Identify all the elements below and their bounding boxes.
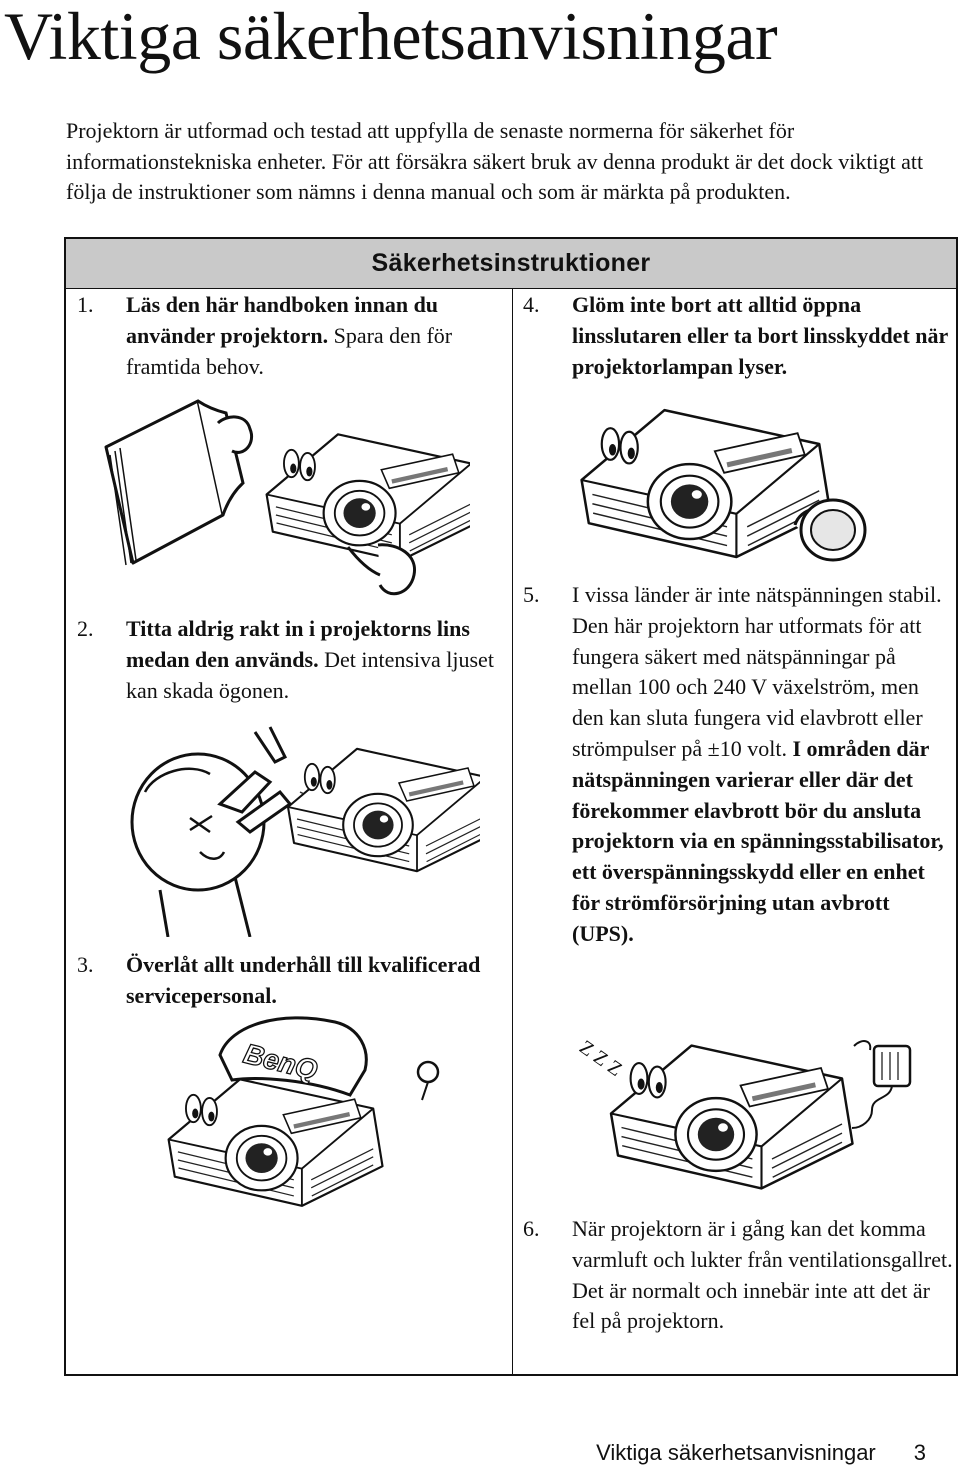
intro-paragraph: Projektorn är utformad och testad att up…: [66, 118, 924, 205]
instruction-item-6: 6. När projektorn är i gång kan det komma…: [523, 1214, 954, 1337]
instruction-item-2: 2. Titta aldrig rakt in i projektorns lin…: [77, 614, 506, 706]
instruction-item-1: 1. Läs den här handboken innan du använde…: [77, 290, 506, 382]
page-number: 3: [913, 1440, 926, 1465]
item-number: 5.: [523, 582, 540, 607]
sleep-marks: Z Z Z: [575, 1036, 626, 1081]
item-number: 4.: [523, 292, 540, 317]
page-title: Viktiga säkerhetsanvisningar: [4, 0, 778, 74]
safety-instructions-box: Säkerhetsinstruktioner: [64, 237, 958, 1376]
item-number: 2.: [77, 616, 94, 641]
box-title: Säkerhetsinstruktioner: [371, 249, 651, 277]
item-text: Det intensiva ljuset kan skada ögonen.: [126, 646, 494, 703]
illustration-service-personnel: BenQ: [160, 1010, 460, 1210]
instruction-item-4: 4. Glöm inte bort att alltid öppna linssl…: [523, 290, 952, 382]
item-emphasis: Titta aldrig rakt in i projektorns lins …: [126, 616, 470, 672]
item-emphasis: Läs den här handboken innan du använder …: [126, 292, 439, 348]
item-text: När projektorn är i gång kan det komma v…: [572, 1216, 953, 1334]
illustration-do-not-look: [120, 712, 480, 937]
illustration-lens-cap: [575, 400, 875, 575]
item-emphasis: Glöm inte bort att alltid öppna linsslut…: [572, 292, 948, 379]
item-emphasis: I områden där nätspänningen varierar ell…: [572, 735, 944, 946]
item-emphasis: Överlåt allt underhåll till kvalificerad…: [126, 952, 481, 1008]
item-number: 6.: [523, 1216, 540, 1241]
footer-section-title: Viktiga säkerhetsanvisningar: [596, 1440, 876, 1465]
page-footer: Viktiga säkerhetsanvisningar 3: [596, 1440, 926, 1466]
item-number: 3.: [77, 952, 94, 977]
illustration-read-manual: [98, 395, 470, 610]
column-divider: [512, 288, 513, 1374]
instruction-item-5: 5. I vissa länder är inte nätspänningen s…: [523, 580, 954, 950]
item-text: I vissa länder är inte nätspänningen sta…: [572, 582, 942, 761]
illustration-power-supply: Z Z Z: [572, 1018, 942, 1206]
instruction-item-3: 3. Överlåt allt underhåll till kvalificer…: [77, 950, 506, 1012]
item-text: Spara den för framtida behov.: [126, 322, 453, 379]
box-header: Säkerhetsinstruktioner: [66, 239, 956, 289]
item-number: 1.: [77, 292, 94, 317]
